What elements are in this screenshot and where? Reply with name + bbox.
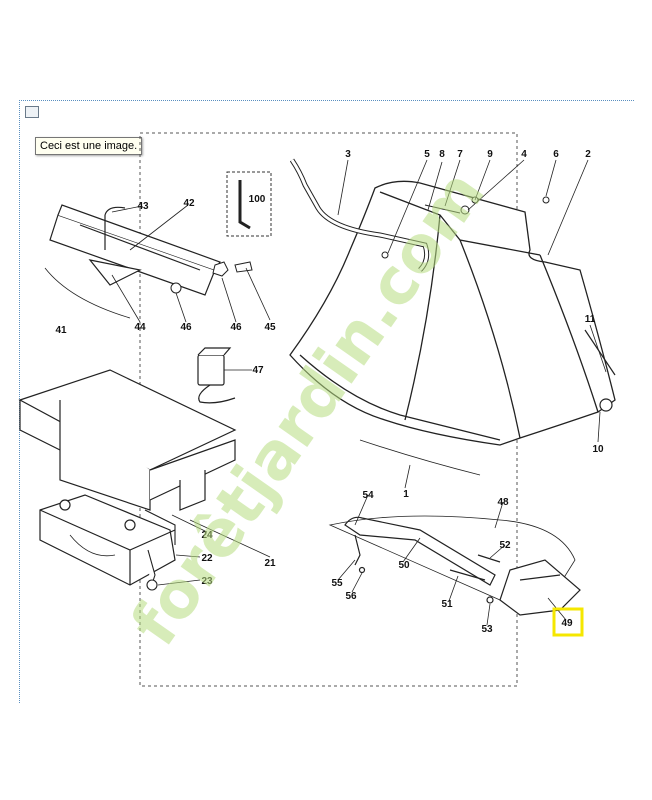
image-placeholder-icon — [25, 106, 39, 118]
part-100-box — [226, 171, 272, 237]
bolts — [170, 261, 253, 294]
label-24: 24 — [201, 530, 213, 541]
label-6: 6 — [553, 149, 559, 160]
label-3: 3 — [345, 149, 351, 160]
label-49: 49 — [561, 618, 573, 629]
highlight-box — [552, 607, 584, 637]
leader-lines — [111, 159, 607, 626]
bag-hardware — [381, 196, 550, 259]
mounting-rail — [44, 204, 221, 319]
label-51: 51 — [441, 599, 453, 610]
rear-rod — [584, 329, 616, 412]
label-42: 42 — [183, 198, 195, 209]
mower-frame — [18, 369, 237, 511]
label-44: 44 — [134, 322, 146, 333]
label-46a: 46 — [180, 322, 192, 333]
label-55: 55 — [331, 578, 343, 589]
label-100: 100 — [249, 194, 266, 205]
label-52: 52 — [499, 540, 511, 551]
label-43: 43 — [137, 201, 149, 212]
label-53: 53 — [481, 624, 493, 635]
hex-key-icon — [238, 180, 251, 230]
image-tooltip: Ceci est une image. — [35, 137, 143, 155]
battery-charger — [197, 347, 236, 404]
label-47: 47 — [252, 365, 264, 376]
assembly-boundary — [139, 132, 518, 687]
label-10: 10 — [592, 444, 604, 455]
label-50: 50 — [398, 560, 410, 571]
label-5: 5 — [424, 149, 430, 160]
label-8: 8 — [439, 149, 445, 160]
lever-assembly — [328, 515, 581, 616]
label-23: 23 — [201, 576, 213, 587]
label-1: 1 — [403, 489, 409, 500]
label-2: 2 — [585, 149, 591, 160]
label-11: 11 — [585, 314, 596, 325]
battery-clamp — [144, 509, 176, 591]
grass-catcher-bag — [289, 180, 616, 476]
label-56: 56 — [345, 591, 357, 602]
label-41: 41 — [55, 325, 67, 336]
label-7: 7 — [457, 149, 463, 160]
label-48: 48 — [497, 497, 509, 508]
label-9: 9 — [487, 149, 493, 160]
battery — [39, 494, 176, 586]
part-labels: 3 5 8 7 9 4 6 2 11 10 1 43 42 100 41 44 … — [55, 149, 604, 635]
label-46b: 46 — [230, 322, 242, 333]
label-45: 45 — [264, 322, 276, 333]
label-4: 4 — [521, 149, 527, 160]
label-21: 21 — [264, 558, 276, 569]
label-54: 54 — [362, 490, 374, 501]
label-22: 22 — [201, 553, 213, 564]
